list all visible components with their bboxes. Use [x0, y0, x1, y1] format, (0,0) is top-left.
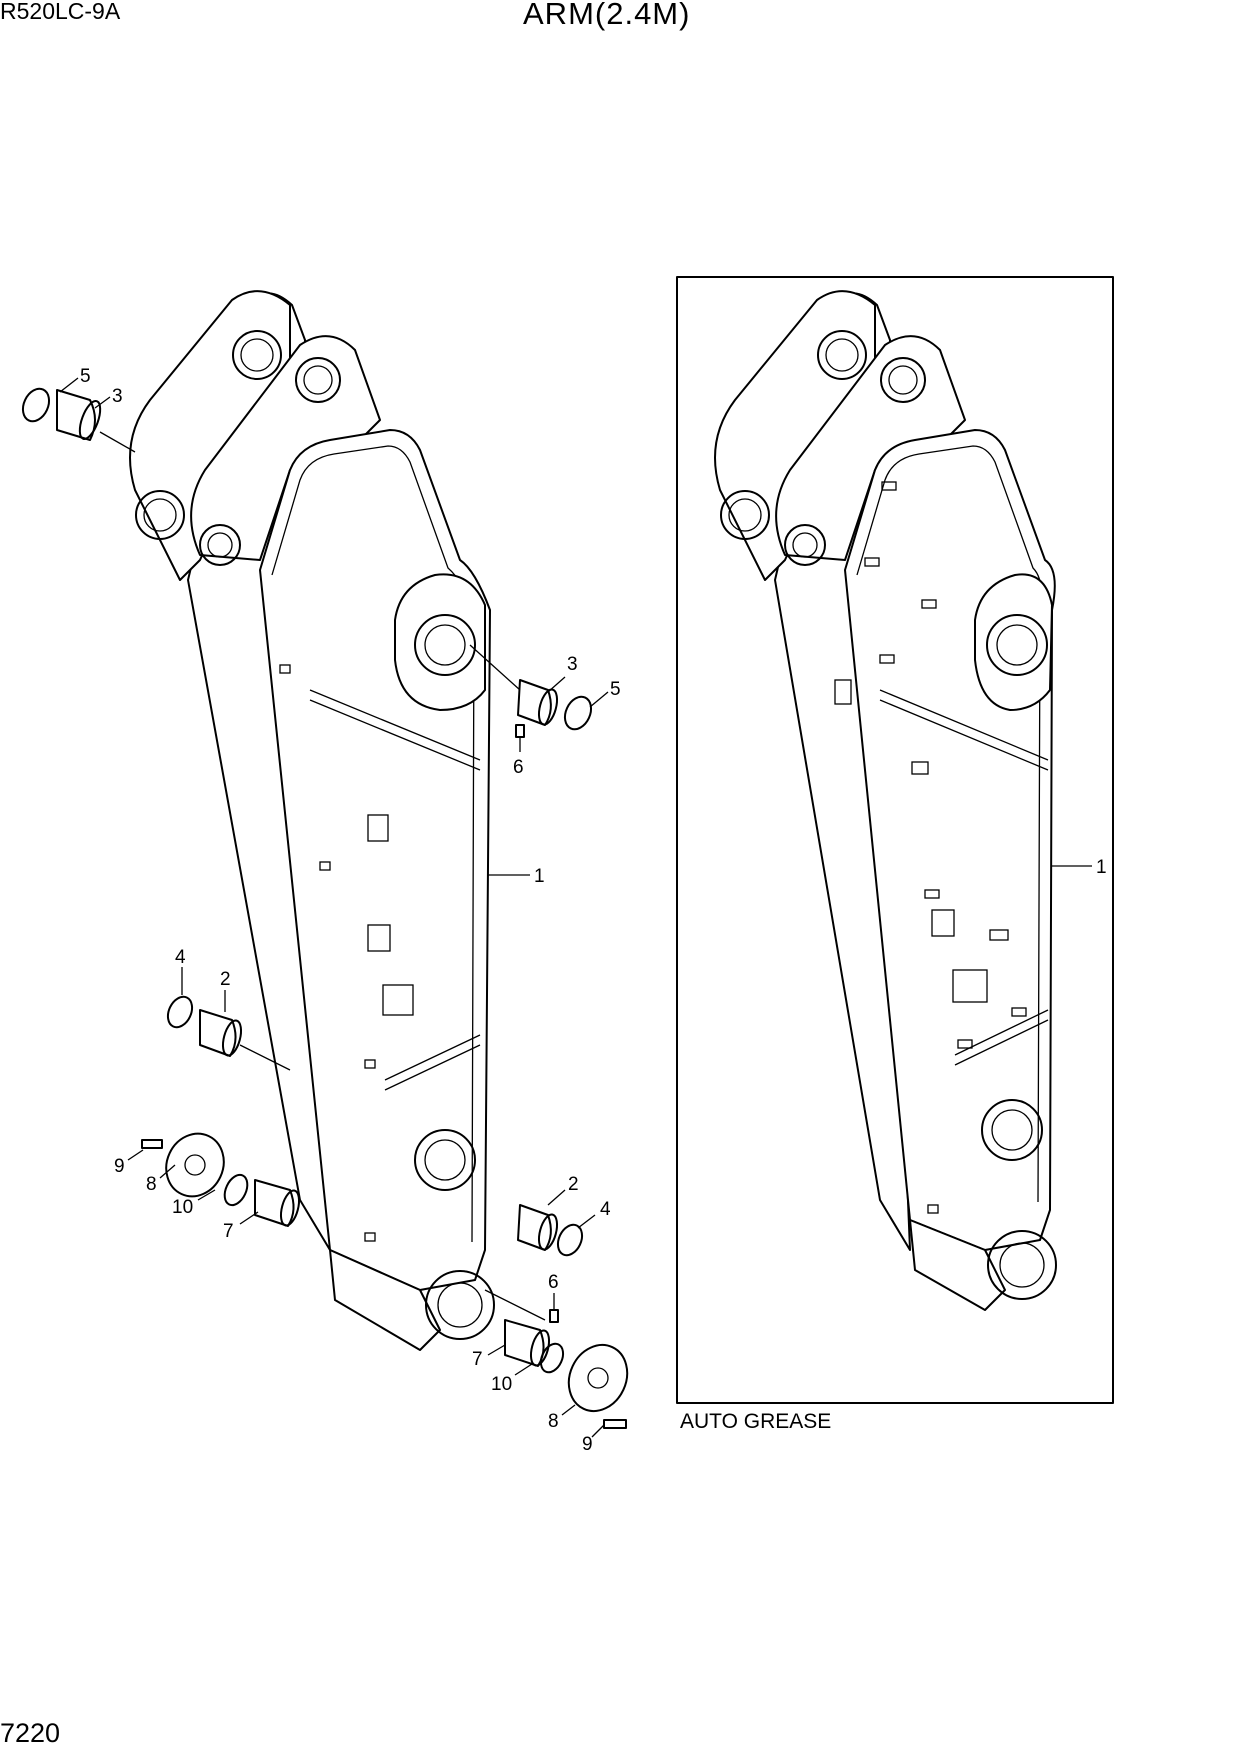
callout-left-5: 1 [534, 866, 545, 887]
callout-left-17: 8 [548, 1411, 559, 1432]
page-number: 7220 [0, 1718, 61, 1748]
callout-left-4: 6 [513, 757, 524, 778]
page-title: ARM(2.4M) [523, 0, 691, 31]
model-code: R520LC-9A [0, 0, 121, 24]
callout-left-10: 10 [172, 1197, 193, 1218]
callout-left-2: 3 [567, 654, 578, 675]
callout-left-0: 5 [80, 366, 91, 387]
callout-left-9: 8 [146, 1174, 157, 1195]
callout-left-7: 2 [220, 969, 231, 990]
callout-left-14: 6 [548, 1272, 559, 1293]
arm-assembly-left: 5 3 3 5 6 1 4 2 9 8 10 7 2 4 6 7 10 8 9 [21, 290, 629, 1455]
callout-left-16: 10 [491, 1374, 512, 1395]
auto-grease-caption: AUTO GREASE [680, 1410, 832, 1433]
callout-right-0: 1 [1096, 857, 1107, 878]
callout-left-11: 7 [223, 1221, 234, 1242]
callout-left-6: 4 [175, 947, 186, 968]
callout-left-18: 9 [582, 1434, 593, 1455]
callout-left-15: 7 [472, 1349, 483, 1370]
callout-left-8: 9 [114, 1156, 125, 1177]
callout-left-3: 5 [610, 679, 621, 700]
callout-left-1: 3 [112, 386, 123, 407]
auto-grease-panel: 1 [676, 276, 1114, 1404]
callout-left-13: 4 [600, 1199, 611, 1220]
callout-left-12: 2 [568, 1174, 579, 1195]
